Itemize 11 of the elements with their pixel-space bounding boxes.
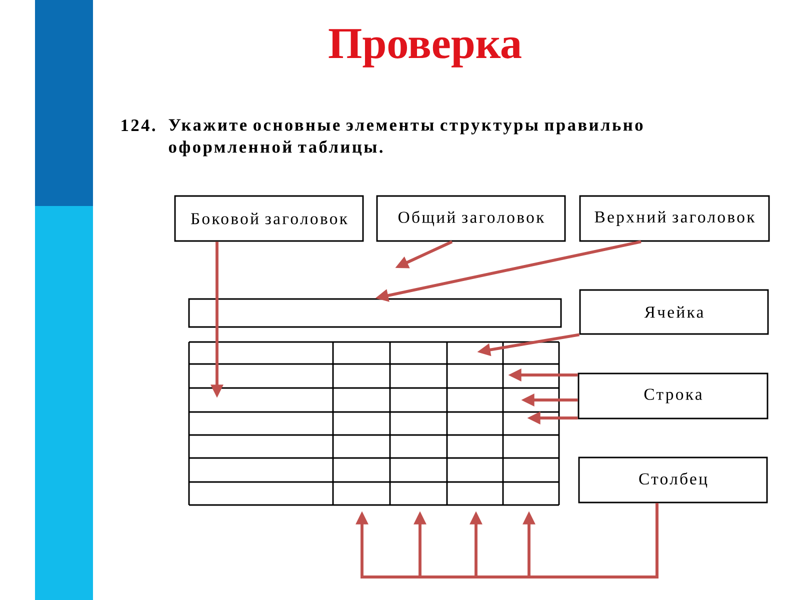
task-number: 124.: [122, 120, 156, 132]
label-box: Боковой заголовок: [174, 195, 364, 242]
arrow: [522, 503, 658, 578]
task-text: Укажите основные элементы структуры правильно оформленной таблицы.: [168, 119, 643, 156]
label-box: Столбец: [578, 456, 768, 504]
label-box: Ячейка: [579, 289, 769, 335]
empty-box: [188, 298, 562, 328]
title: Проверка: [328, 29, 522, 68]
label-box: Строка: [578, 372, 768, 420]
label-box: Общий заголовок: [376, 195, 566, 242]
label-box: Верхний заголовок: [579, 195, 770, 242]
